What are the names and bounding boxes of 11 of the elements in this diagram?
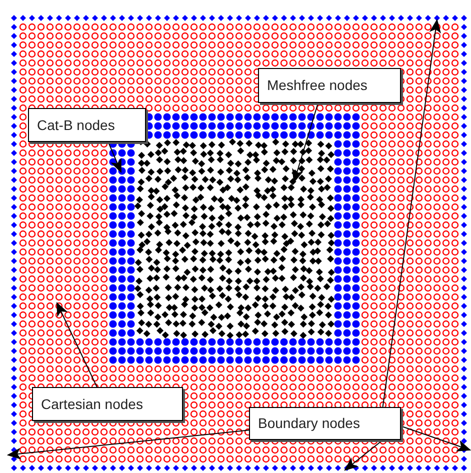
leader-arrow	[56, 302, 98, 388]
callout-box: Meshfree nodes	[258, 68, 401, 103]
callout-box: Cartesian nodes	[32, 387, 183, 421]
callout-box: Cat-B nodes	[28, 108, 146, 142]
leader-arrow	[292, 102, 319, 184]
leader-arrow	[6, 430, 250, 460]
leader-arrow	[108, 142, 122, 174]
callout-box: Boundary nodes	[249, 407, 401, 440]
leader-arrow	[400, 426, 471, 452]
leader-arrow	[382, 18, 441, 408]
leader-arrow	[344, 440, 384, 471]
